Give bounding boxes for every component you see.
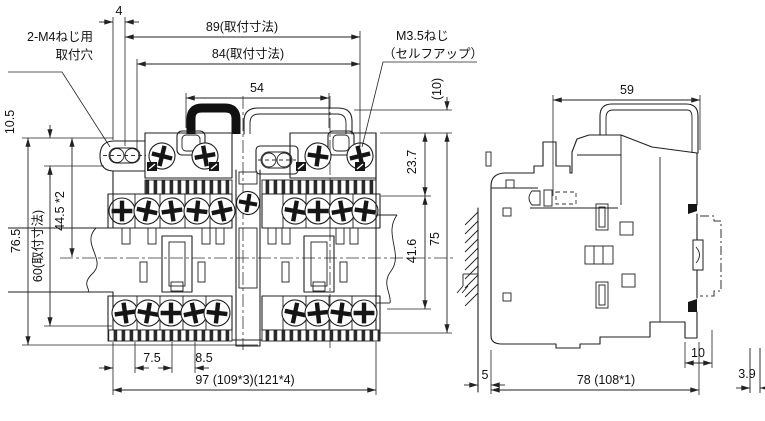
din-rail-hook-bottom — [688, 299, 697, 312]
armature-left — [161, 235, 193, 293]
dim-5-label: 5 — [482, 368, 489, 382]
dim-44-5-label: 44.5 *2 — [53, 191, 67, 231]
dim-97-label: 97 (109*3)(121*4) — [195, 373, 294, 387]
front-view — [8, 96, 455, 350]
dim-41-6-label: 41.6 — [405, 239, 419, 263]
dim-23-7-label: 23.7 — [405, 150, 419, 174]
m35-leader-line — [361, 61, 477, 148]
dim-60-label: 60(取付寸法) — [31, 210, 45, 282]
side-view — [456, 103, 761, 393]
lower-terminal-row — [107, 295, 381, 331]
dim-8-5-label: 8.5 — [195, 351, 212, 365]
dim-7-5-label: 7.5 — [143, 351, 160, 365]
dim-78-label: 78 (108*1) — [577, 373, 635, 387]
break-lines-left — [8, 227, 113, 293]
dim-59-label: 59 — [620, 83, 634, 97]
dim-84-label: 84(取付寸法) — [212, 47, 284, 61]
m35-note-line2: （セルフアップ） — [383, 47, 483, 61]
carry-handle-outline — [243, 107, 353, 135]
terminal-marks — [147, 162, 365, 171]
dim-76-5-label: 76.5 — [9, 229, 23, 253]
terminal-rib-strip — [261, 329, 381, 342]
dim-4-label: 4 — [116, 4, 123, 18]
dim-54-label: 54 — [250, 81, 264, 95]
interlock-handle-solid — [186, 103, 241, 134]
mounting-surface — [456, 207, 479, 393]
m4-note-line1: 2-M4ねじ用 — [27, 30, 93, 44]
interlock-column — [234, 169, 262, 341]
terminal-legs — [121, 227, 359, 283]
side-body-outline — [490, 134, 698, 349]
mounting-screw-detail — [528, 189, 577, 207]
m4-leader-line — [8, 71, 111, 148]
ground-symbol — [456, 273, 478, 294]
dim-10-paren-label: (10) — [430, 78, 444, 100]
interlock-screw — [234, 189, 262, 217]
bottom-tab — [235, 339, 261, 347]
terminal-rib-strip — [107, 329, 233, 342]
dim-89-label: 89(取付寸法) — [206, 20, 278, 34]
rail-clip — [692, 239, 704, 271]
mounting-ear-left — [99, 140, 146, 172]
din-rail-hook-top — [688, 204, 697, 214]
din-rail-phantom — [692, 215, 722, 297]
dimensions-side: 59 10 5 78 (108*1) 3.9 — [464, 83, 765, 395]
terminal-rib-strip — [261, 179, 377, 195]
dim-10-label: 10 — [691, 346, 705, 360]
terminal-rib-strip — [144, 179, 233, 195]
side-body-details — [485, 135, 661, 322]
armature-right — [303, 235, 335, 293]
m35-note-line1: M3.5ねじ — [396, 29, 449, 43]
m4-note-line2: 取付穴 — [55, 47, 93, 62]
side-handle — [599, 103, 699, 154]
upper-terminal-row — [107, 193, 381, 229]
dim-3-9-label: 3.9 — [738, 367, 755, 381]
mounting-ear-center — [255, 145, 299, 175]
dim-10-5-label: 10.5 — [3, 110, 17, 134]
coil-window-right — [327, 130, 355, 156]
dimensions-front: 4 89(取付寸法) 84(取付寸法) 54 2-M4ねじ用 取付穴 M3.5ね… — [3, 4, 483, 395]
dim-75-label: 75 — [428, 232, 442, 246]
